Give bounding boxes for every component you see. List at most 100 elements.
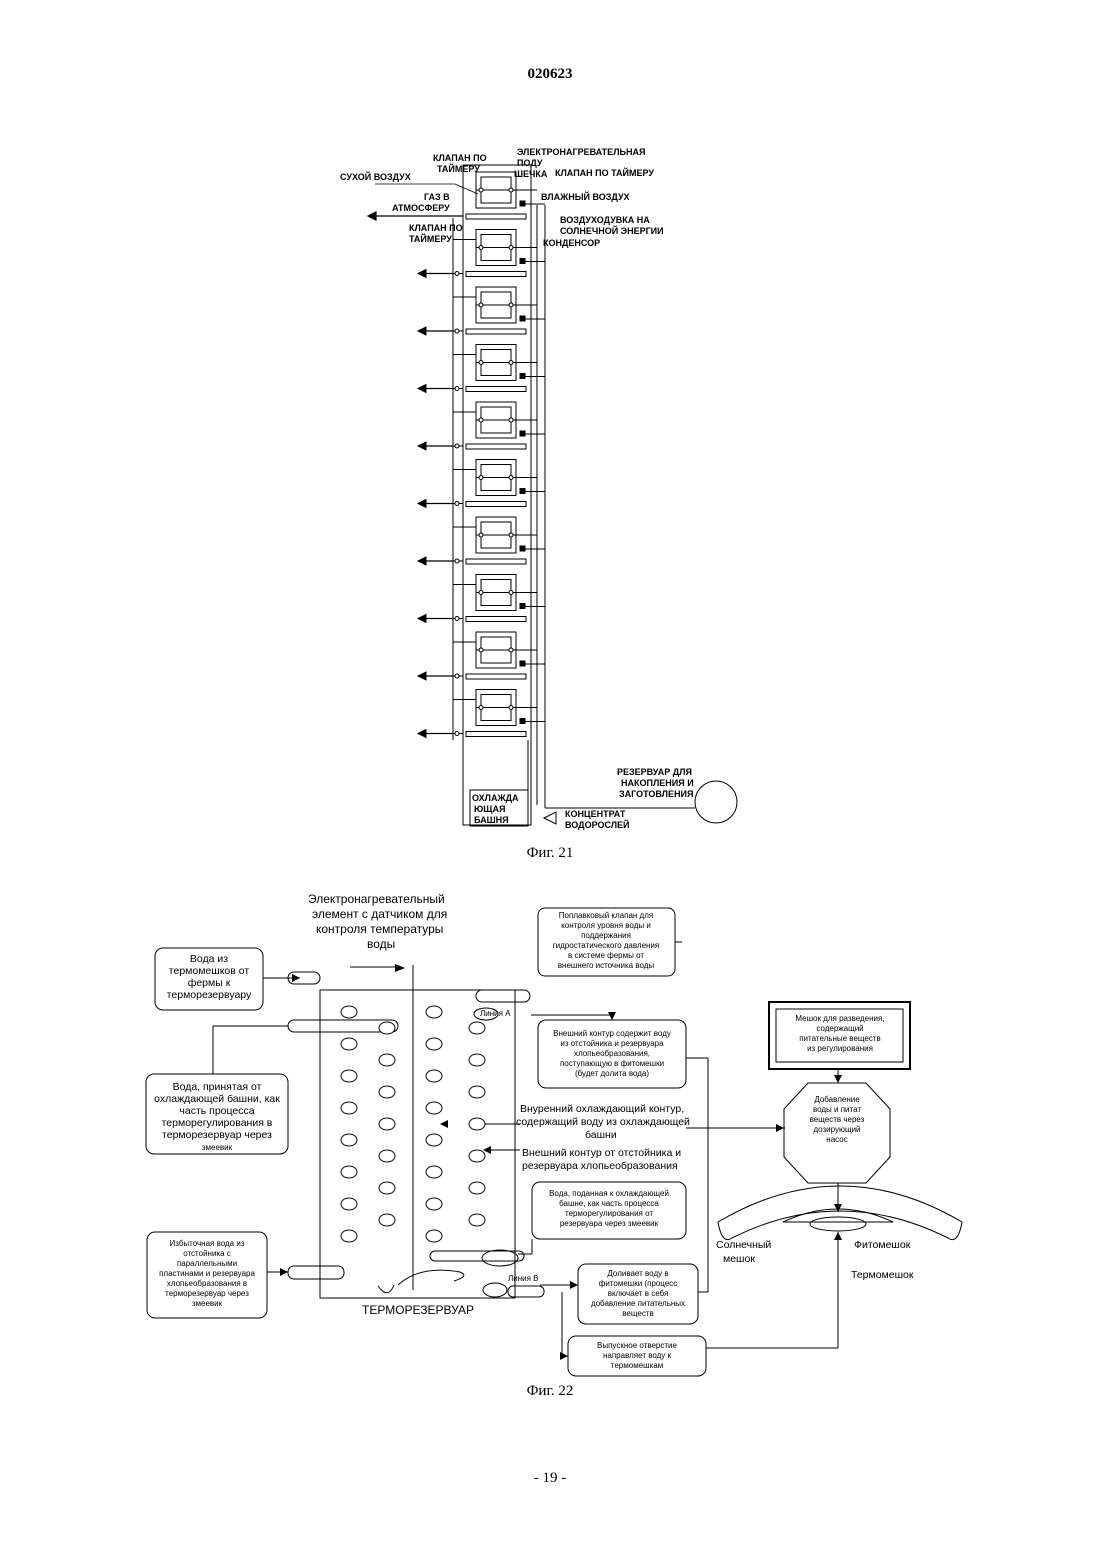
outer-loop-box-text-2: из отстойника и резервуара	[560, 1039, 664, 1048]
figure-22-diagram: Электронагревательный элемент с датчиком…	[0, 885, 1100, 1385]
label-gas-atmosphere-2: АТМОСФЕРУ	[392, 203, 450, 213]
label-heating-pad-2: ПОДУ	[517, 158, 543, 168]
label-valve-timer-top-1: КЛАПАН ПО	[433, 153, 487, 163]
pipe-outlet-right	[430, 1251, 524, 1261]
reservoir-bubble	[469, 1182, 485, 1194]
label-heating-pad-1: ЭЛЕКТРОНАГРЕВАТЕЛЬНАЯ	[517, 147, 645, 157]
label-gas-atmosphere-1: ГАЗ В	[424, 192, 450, 202]
page-number: - 19 -	[0, 1470, 1100, 1487]
cooling-tower-water-text-2: охлаждающей башни, как	[154, 1093, 280, 1105]
reservoir-bubble	[379, 1214, 395, 1226]
tops-up-text-4: добавление питательных	[591, 1299, 685, 1308]
reservoir-bubble	[341, 1006, 357, 1018]
label-cooling-tower-1: ОХЛАЖДА	[472, 793, 519, 803]
label-storage-reservoir-3: ЗАГОТОВЛЕНИЯ	[619, 789, 693, 799]
inner-loop-text-2: содержащий воду из охлаждающей	[516, 1116, 690, 1128]
octagon-text-2: воды и питат	[813, 1105, 861, 1114]
reservoir-bubble	[341, 1038, 357, 1050]
phyto-bag-label: Фитомешок	[854, 1239, 911, 1251]
reservoir-bubble	[426, 1230, 442, 1242]
thermo-bag-label: Термомешок	[851, 1269, 914, 1281]
dilution-bag-text-2: содержащий	[816, 1024, 863, 1033]
outlet-text-2: направляет воду к	[603, 1351, 672, 1360]
excess-water-text-4: пластинами и резервуара	[159, 1269, 255, 1278]
reservoir-bubble	[341, 1166, 357, 1178]
reservoir-bubble	[469, 1214, 485, 1226]
cell-module	[418, 402, 545, 450]
reservoir-bubble	[379, 1182, 395, 1194]
cooling-tower-water-text-6: змеевик	[202, 1143, 233, 1152]
label-humid-air: ВЛАЖНЫЙ ВОЗДУХ	[541, 191, 630, 202]
label-valve-timer-left-1: КЛАПАН ПО	[409, 223, 463, 233]
line-a-label: Линия А	[480, 1009, 511, 1018]
heater-label-2: элемент с датчиком для	[312, 907, 447, 921]
dilution-bag-text-4: из регулирования	[807, 1044, 873, 1053]
outer-loop-box-text-4: поступающую в фитомешки	[560, 1059, 664, 1068]
label-valve-timer-left-2: ТАЙМЕРУ	[409, 233, 452, 244]
outer-loop-box-text-5: (будет долита вода)	[575, 1069, 649, 1078]
tops-up-text-1: Доливает воду в	[607, 1269, 668, 1278]
water-to-tower-text-4: резервуара через змеевик	[560, 1219, 659, 1228]
solar-bag-label-2: мешок	[723, 1253, 755, 1265]
pipe-in-top-right	[476, 990, 530, 1002]
cell-module	[418, 287, 545, 335]
reservoir-bubble	[426, 1134, 442, 1146]
cooling-tower-water-text-5: терморезервуар через	[162, 1129, 272, 1141]
algae-arrow-icon	[544, 812, 556, 824]
reservoir-bubble	[341, 1230, 357, 1242]
water-from-bags-text-2: термомешков от	[169, 965, 250, 977]
reservoir-bubble	[426, 1198, 442, 1210]
solar-bag-label-1: Солнечный	[716, 1239, 771, 1251]
reservoir-bubble	[469, 1150, 485, 1162]
water-to-tower-text-2: башне, как часть процесса	[559, 1199, 659, 1208]
outlet-text-3: термомешкам	[611, 1361, 663, 1370]
reservoir-bubble	[379, 1054, 395, 1066]
excess-water-text-7: змеевик	[192, 1299, 223, 1308]
inner-loop-text-1: Внуренний охлаждающий контур,	[520, 1103, 684, 1115]
label-algae-concentrate-2: ВОДОРОСЛЕЙ	[565, 819, 630, 830]
reservoir-bubble	[379, 1086, 395, 1098]
heater-flow-arrow-icon	[395, 964, 405, 972]
float-valve-text-6: внешнего источника воды	[558, 961, 655, 970]
excess-water-text-3: параллельными	[177, 1259, 237, 1268]
heater-label-3: контроля температуры	[316, 922, 443, 936]
cell-module	[418, 517, 545, 565]
tops-up-text-5: веществ	[622, 1309, 653, 1318]
thermo-bag	[810, 1217, 866, 1231]
reservoir-bubble	[379, 1150, 395, 1162]
cooling-tower-water-text-4: терморегулирования в	[162, 1117, 273, 1129]
excess-water-text-2: отстойника с	[183, 1249, 231, 1258]
dilution-bag-text-3: питательные веществ	[799, 1034, 881, 1043]
dilution-bag-text-1: Мешок для разведения,	[795, 1014, 884, 1023]
cell-module	[418, 575, 545, 623]
reservoir-bubble	[379, 1022, 395, 1034]
pipe-excess-left	[288, 1266, 344, 1279]
excess-water-text-6: терморезервуар через	[165, 1289, 249, 1298]
label-condenser: КОНДЕНСОР	[543, 238, 600, 248]
heater-label-1: Электронагревательный	[308, 892, 445, 906]
octagon-text-1: Добавление	[814, 1095, 860, 1104]
cell-module	[418, 632, 545, 680]
outer-loop-text-1: Внешний контур от отстойника и	[522, 1147, 681, 1159]
label-algae-concentrate-1: КОНЦЕНТРАТ	[565, 809, 626, 819]
float-valve-text-4: гидростатического давления	[553, 941, 660, 950]
heater-label-4: воды	[367, 937, 395, 951]
label-storage-reservoir-1: РЕЗЕРВУАР ДЛЯ	[617, 767, 692, 777]
reservoir-bubble	[469, 1086, 485, 1098]
cell-module	[418, 345, 545, 393]
reservoir-bubble	[341, 1134, 357, 1146]
tops-up-text-2: фитомешки (процесс	[599, 1279, 677, 1288]
excess-water-text-1: Избыточная вода из	[169, 1239, 244, 1248]
reservoir-bubble	[469, 1054, 485, 1066]
water-from-bags-text-4: терморезервуару	[167, 989, 252, 1001]
label-cooling-tower-2: ЮЩАЯ	[474, 804, 505, 814]
figure-21-caption: Фиг. 21	[0, 845, 1100, 862]
excess-water-text-5: хлопьеобразования в	[167, 1279, 247, 1288]
storage-reservoir	[695, 781, 737, 823]
outlet-text-1: Выпускное отверстие	[597, 1341, 677, 1350]
cooling-tower-water-text-3: часть процесса	[179, 1105, 254, 1117]
line-b-label: Линия В	[508, 1274, 539, 1283]
solar-bag	[718, 1186, 962, 1240]
float-valve-text-3: поддержания	[581, 931, 631, 940]
label-solar-blower-1: ВОЗДУХОДУВКА НА	[560, 215, 650, 225]
